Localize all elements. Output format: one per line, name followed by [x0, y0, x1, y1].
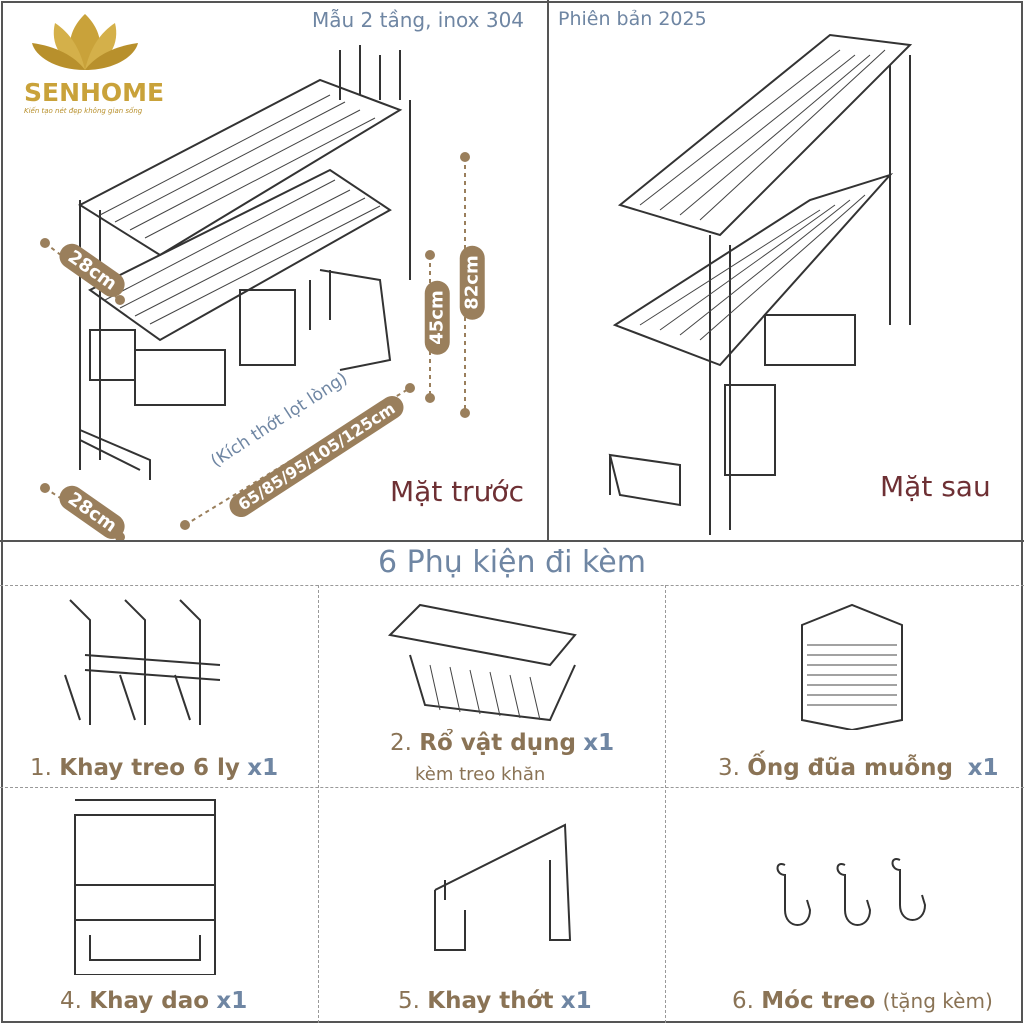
- total-height-label: 82cm: [459, 245, 485, 320]
- divider: [0, 787, 1024, 788]
- cutting-board-holder-illustration: [434, 823, 572, 951]
- brand-tagline: Kiến tạo nét đẹp không gian sống: [24, 107, 143, 115]
- lotus-icon: [32, 14, 138, 70]
- accessories-title: 6 Phụ kiện đi kèm: [378, 545, 646, 580]
- accessory-5-caption: 5. Khay thớt x1: [398, 988, 592, 1014]
- chopstick-holder-illustration: [801, 603, 903, 730]
- accessory-3-caption: 3. Ống đũa muỗng x1: [718, 755, 999, 781]
- front-rack-illustration: [77, 45, 411, 480]
- divider: [665, 585, 666, 1023]
- divider: [0, 540, 1024, 542]
- knife-rack-illustration: [74, 799, 216, 975]
- brand-name: SENHOME: [24, 78, 165, 107]
- accessory-4-caption: 4. Khay dao x1: [60, 988, 248, 1014]
- back-view-label: Mặt sau: [880, 470, 991, 503]
- front-view-label: Mặt trước: [390, 475, 524, 508]
- brand-logo: SENHOME Kiến tạo nét đẹp không gian sống: [20, 8, 165, 115]
- accessory-2-subcaption: kèm treo khăn: [415, 764, 546, 785]
- back-rack-illustration: [608, 33, 913, 535]
- divider: [547, 0, 549, 540]
- utensil-basket-illustration: [387, 603, 577, 722]
- hooks-illustration: [776, 858, 927, 926]
- model-text: Mẫu 2 tầng, inox 304: [312, 8, 525, 32]
- accessory-1-caption: 1. Khay treo 6 ly x1: [30, 755, 279, 781]
- version-text: Phiên bản 2025: [558, 8, 707, 30]
- tier-height-label: 45cm: [424, 280, 450, 355]
- cup-hanger-illustration: [64, 599, 221, 725]
- divider: [318, 585, 319, 1023]
- divider: [0, 585, 1024, 586]
- accessory-2-caption: 2. Rổ vật dụng x1: [390, 730, 615, 756]
- accessory-6-caption: 6. Móc treo (tặng kèm): [732, 988, 993, 1014]
